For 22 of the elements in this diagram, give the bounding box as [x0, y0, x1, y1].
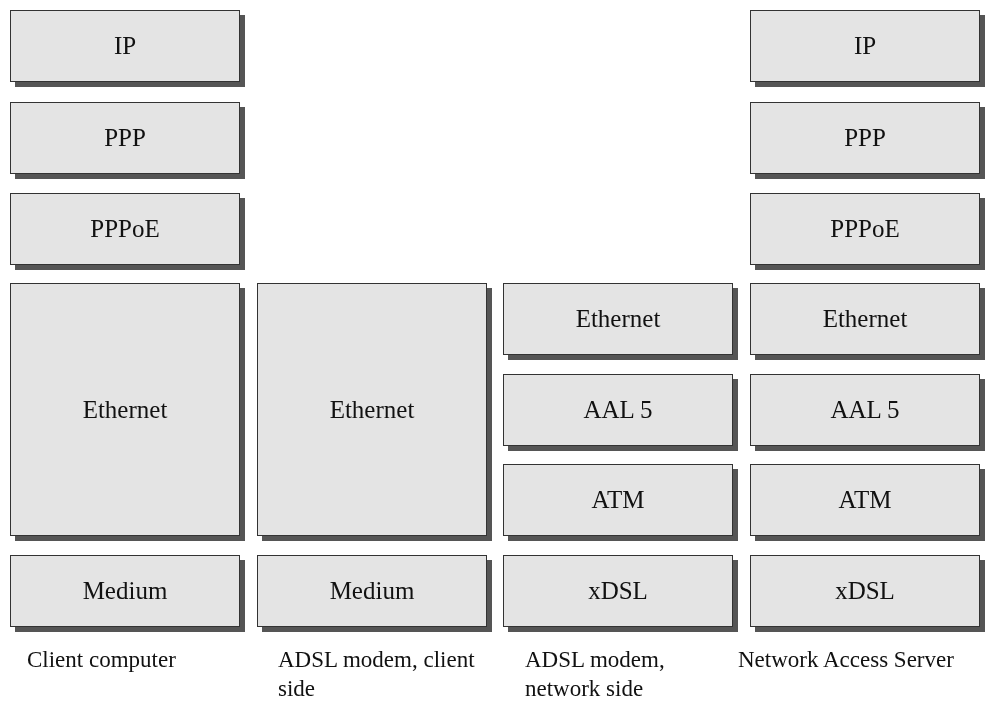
column-caption: Client computer — [27, 646, 177, 674]
layer-name: Medium — [329, 577, 415, 605]
layer-name: IP — [113, 32, 137, 60]
layer-name: PPP — [104, 124, 146, 152]
layer-name: PPPoE — [830, 215, 900, 243]
layer-name: xDSL — [588, 577, 648, 605]
layer-name: Ethernet — [82, 395, 168, 424]
column-caption: ADSL modem, client side — [278, 646, 476, 703]
layer-name: AAL 5 — [583, 396, 653, 424]
layer-name: xDSL — [835, 577, 895, 605]
layer-name: ATM — [591, 486, 645, 514]
layer-name: Medium — [82, 577, 168, 605]
layer-name: IP — [853, 32, 877, 60]
layer-name: AAL 5 — [830, 396, 900, 424]
column-caption: ADSL modem, network side — [525, 646, 666, 703]
layer-name: PPP — [844, 124, 886, 152]
layer-name: ATM — [838, 486, 892, 514]
layer-name: PPPoE — [90, 215, 160, 243]
layer-name: Ethernet — [575, 305, 661, 333]
layer-name: Ethernet — [329, 395, 415, 424]
layer-name: Ethernet — [822, 305, 908, 333]
column-caption: Network Access Server — [738, 646, 955, 674]
